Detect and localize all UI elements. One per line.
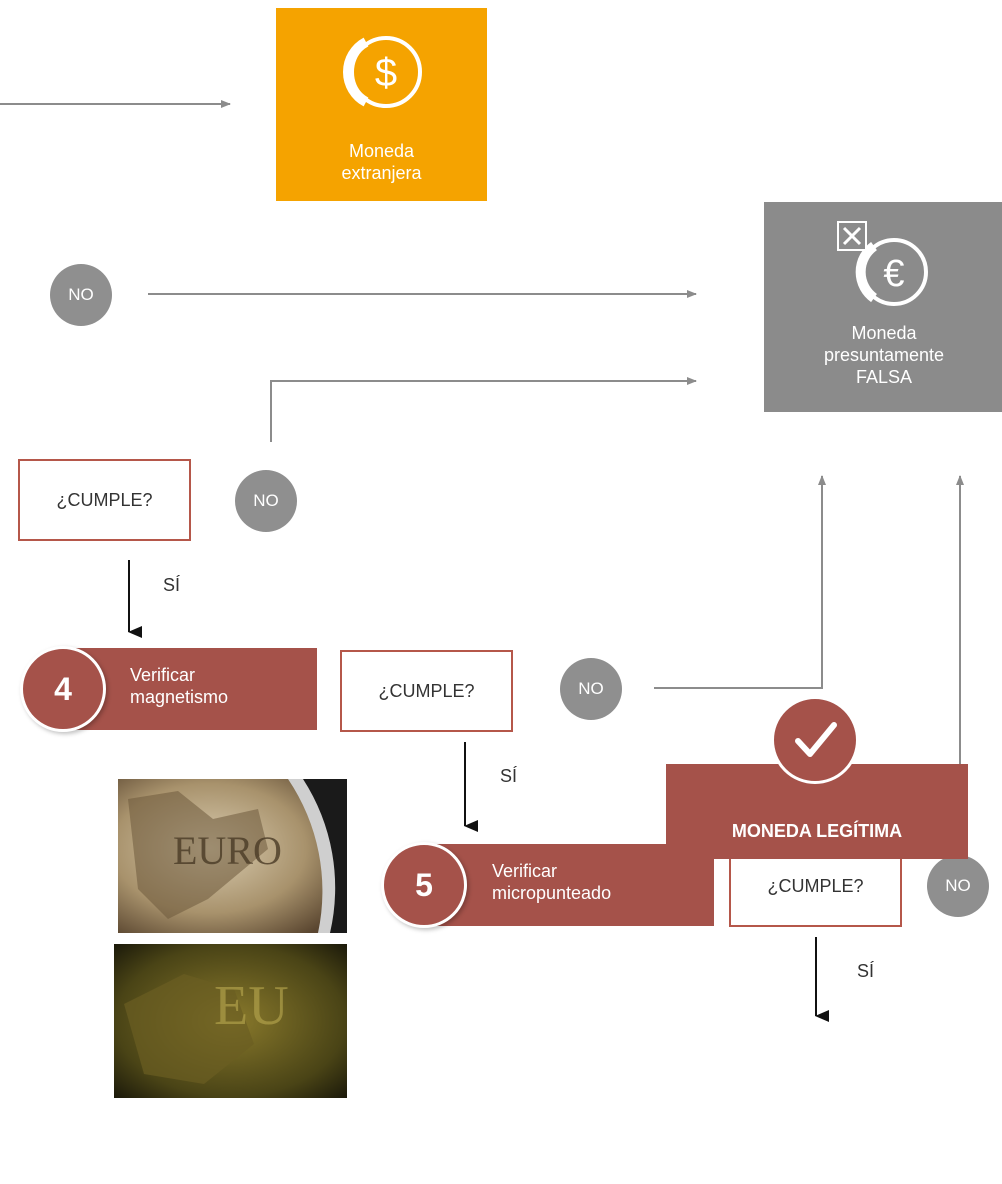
- arrow-no2-to-fake: [270, 377, 697, 442]
- si-label: SÍ: [500, 766, 518, 786]
- arrow-no3-to-fake: [654, 475, 826, 689]
- fake-coin-box: € Moneda presuntamente FALSA: [764, 202, 1002, 412]
- svg-text:EU: EU: [214, 975, 289, 1037]
- crossed-euro-coin-icon: €: [837, 221, 928, 306]
- svg-text:€: €: [883, 253, 904, 295]
- euro-coin-map-closeup: EURO: [118, 779, 347, 933]
- no-circle: NO: [50, 264, 112, 326]
- no-circle: NO: [927, 855, 989, 917]
- foreign-coin-box: $ Moneda extranjera: [276, 8, 487, 201]
- fake-coin-label: Moneda presuntamente FALSA: [823, 323, 945, 387]
- svg-text:$: $: [375, 51, 397, 95]
- step-4-number: 4: [20, 646, 106, 732]
- cumple-box: ¿CUMPLE?: [18, 459, 191, 541]
- si-label: SÍ: [857, 961, 875, 981]
- step-5-number: 5: [381, 842, 467, 928]
- si-label: SÍ: [163, 575, 181, 595]
- step-4-bar: Verificar magnetismo: [74, 648, 317, 730]
- legit-coin-label: MONEDA LEGÍTIMA: [731, 821, 903, 841]
- no-circle: NO: [235, 470, 297, 532]
- dollar-coin-icon: $: [343, 36, 422, 108]
- no-circle: NO: [560, 658, 622, 720]
- euro-coin-micro-dots-closeup: EU: [114, 944, 347, 1098]
- checkmark-icon: [771, 696, 859, 784]
- foreign-coin-label: Moneda extranjera: [341, 141, 422, 183]
- cumple-box: ¿CUMPLE?: [340, 650, 513, 732]
- svg-text:EURO: EURO: [173, 828, 282, 873]
